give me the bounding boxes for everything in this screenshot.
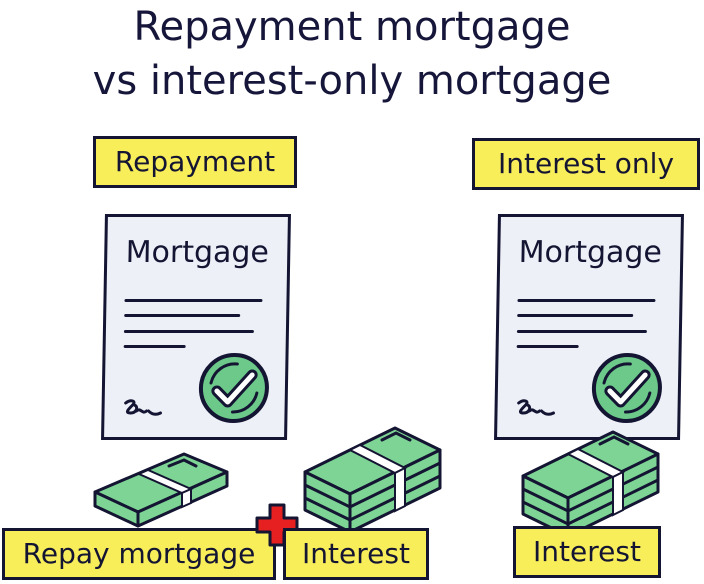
text-line [516,330,647,333]
text-line [124,314,241,317]
money-stack-icon [303,426,442,534]
title-line-2: vs interest-only mortgage [92,58,612,104]
text-line [124,299,263,302]
interest-only-mortgage-document: Mortgage [494,214,684,440]
title-line-1: Repayment mortgage [133,4,571,50]
document-title: Mortgage [518,235,663,270]
interest-label-right: Interest [513,526,661,578]
interest-label-left: Interest [283,528,429,580]
signature-icon [124,399,162,416]
check-badge-icon [591,353,662,423]
text-line [123,345,186,348]
money-bundle-icon [93,452,229,528]
text-line [516,345,579,348]
text-line [123,330,254,333]
repay-mortgage-label: Repay mortgage [2,528,276,580]
repayment-mortgage-document: Mortgage [101,214,291,440]
interest-only-heading: Interest only [472,138,700,190]
document-title: Mortgage [125,235,270,270]
repayment-heading: Repayment [93,136,297,188]
money-stack-icon [521,430,660,538]
check-badge-icon [198,353,269,423]
signature-icon [517,399,555,416]
text-line [517,299,656,302]
text-line [517,314,634,317]
